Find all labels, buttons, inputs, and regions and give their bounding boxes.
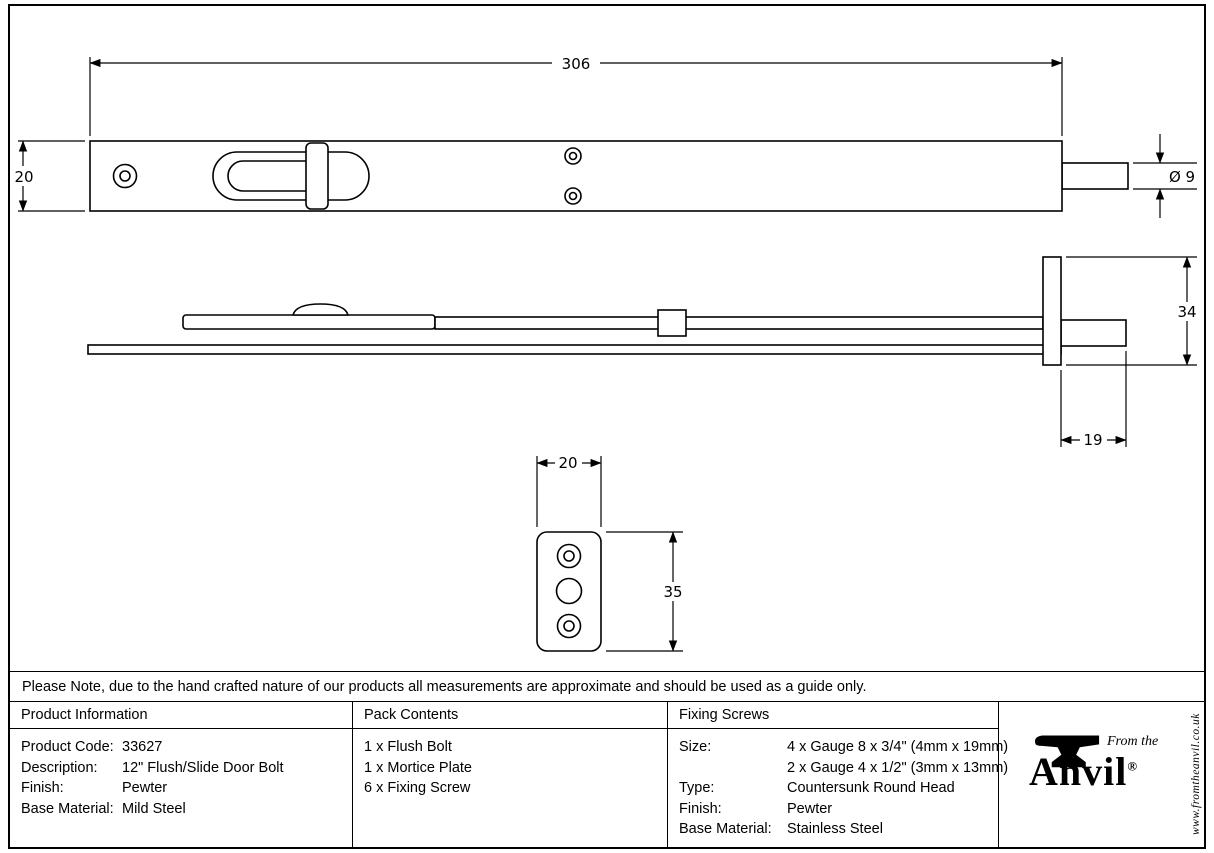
field-value: Stainless Steel xyxy=(787,821,883,837)
slide-knob-bar xyxy=(305,142,329,210)
field-label: Base Material: xyxy=(679,821,772,837)
list-item: 1 x Flush Bolt xyxy=(364,739,452,755)
front-view-dimensions: 306 20 Ø 9 xyxy=(11,53,1197,218)
fixing-screws-header: Fixing Screws xyxy=(668,702,998,729)
website-text: www.fromtheanvil.co.uk xyxy=(1190,713,1202,836)
field-value: 33627 xyxy=(122,739,163,755)
bolt-rod-front xyxy=(1061,162,1129,190)
screw-hole-mid-bottom-inner xyxy=(568,191,578,201)
field-label: Base Material: xyxy=(21,800,114,817)
field-value: 12" Flush/Slide Door Bolt xyxy=(122,759,284,776)
product-information-body: Product Code: 33627 Description: 12" Flush… xyxy=(10,729,352,819)
field-label: Finish: xyxy=(21,780,64,796)
table-row: 2 x Gauge 4 x 1/2" (3mm x 13mm) xyxy=(679,758,1008,779)
field-value: Countersunk Round Head xyxy=(787,780,955,796)
rod-tip-side xyxy=(1060,319,1127,347)
dim-label-plate-width: 20 xyxy=(558,454,577,472)
product-information-header: Product Information xyxy=(10,702,352,729)
fixing-screws-body: Size: 4 x Gauge 8 x 3/4" (4mm x 19mm) 2 x… xyxy=(668,729,1008,840)
info-table: Product Information Product Code: 33627 D… xyxy=(10,702,1204,847)
rod-collar-side xyxy=(657,309,687,337)
dim-label-front-height: 20 xyxy=(14,168,33,186)
table-row: Finish: Pewter xyxy=(679,799,998,820)
field-value: 4 x Gauge 8 x 3/4" (4mm x 19mm) xyxy=(787,739,1009,755)
disclaimer-text: Please Note, due to the hand crafted nat… xyxy=(22,678,867,695)
plate-screw-hole-top-inner xyxy=(563,550,575,562)
table-row: Size: 4 x Gauge 8 x 3/4" (4mm x 19mm) xyxy=(679,737,1008,758)
registered-mark: ® xyxy=(1127,758,1139,774)
field-value: Pewter xyxy=(787,800,833,817)
slide-channel-side xyxy=(182,314,436,330)
brand-logo-cell: From the Anvil® www.fromtheanvil.co.uk xyxy=(999,702,1204,847)
field-label: Finish: xyxy=(679,800,722,817)
faceplate-side xyxy=(87,344,1062,355)
dim-label-plate-height: 35 xyxy=(663,583,682,601)
field-label: Description: xyxy=(21,759,98,776)
table-row: Base Material: Mild Steel xyxy=(21,799,352,820)
side-view-dimensions: 34 19 xyxy=(1060,256,1200,449)
field-value: Mild Steel xyxy=(122,800,186,817)
technical-drawing: 306 20 Ø 9 xyxy=(11,53,1200,652)
front-view xyxy=(89,140,1129,212)
knob-side xyxy=(291,303,350,316)
table-row: Type: Countersunk Round Head xyxy=(679,778,998,799)
list-item: 1 x Mortice Plate xyxy=(364,759,472,776)
field-label: Type: xyxy=(679,780,715,796)
field-label: Size: xyxy=(679,739,712,755)
plate-bolt-hole xyxy=(555,577,583,605)
dim-label-side-height: 34 xyxy=(1177,303,1196,321)
list-item: 6 x Fixing Screw xyxy=(364,780,471,796)
field-value: 2 x Gauge 4 x 1/2" (3mm x 13mm) xyxy=(787,759,1009,776)
drawing-area: 306 20 Ø 9 xyxy=(10,6,1204,672)
end-guide-side xyxy=(1042,256,1062,366)
logo-brand: Anvil® xyxy=(1029,750,1138,794)
drawing-sheet: 306 20 Ø 9 xyxy=(8,4,1206,849)
table-row: Finish: Pewter xyxy=(21,778,352,799)
field-value: Pewter xyxy=(122,780,168,796)
dim-label-front-length: 306 xyxy=(562,55,591,73)
pack-contents-header: Pack Contents xyxy=(353,702,667,729)
plate-screw-hole-bottom-inner xyxy=(563,620,575,632)
side-view xyxy=(87,256,1127,366)
mortice-plate-dimensions: 20 35 xyxy=(536,453,686,652)
screw-hole-mid-top-inner xyxy=(568,151,578,161)
anvil-icon xyxy=(1034,735,1100,768)
dim-label-rod-projection: 19 xyxy=(1083,431,1102,449)
fixing-screws-column: Fixing Screws Size: 4 x Gauge 8 x 3/4" (4… xyxy=(668,702,1008,847)
screw-hole-left-inner xyxy=(119,170,131,182)
table-row: Base Material: Stainless Steel xyxy=(679,819,998,840)
mortice-plate-view xyxy=(536,531,602,652)
logo-brand-text: Anvil xyxy=(1029,749,1128,794)
field-label: Product Code: xyxy=(21,739,114,755)
logo-tagline: From the xyxy=(1107,734,1159,749)
table-row: Description: 12" Flush/Slide Door Bolt xyxy=(21,758,352,779)
table-row: Product Code: 33627 xyxy=(21,737,352,758)
dim-label-rod-diameter: Ø 9 xyxy=(1169,168,1195,186)
disclaimer-bar: Please Note, due to the hand crafted nat… xyxy=(10,672,1204,702)
pack-contents-column: Pack Contents 1 x Flush Bolt 1 x Mortice… xyxy=(353,702,668,847)
product-information-column: Product Information Product Code: 33627 D… xyxy=(10,702,353,847)
bolt-rod-side xyxy=(434,316,1044,330)
pack-contents-body: 1 x Flush Bolt 1 x Mortice Plate 6 x Fix… xyxy=(353,729,667,799)
